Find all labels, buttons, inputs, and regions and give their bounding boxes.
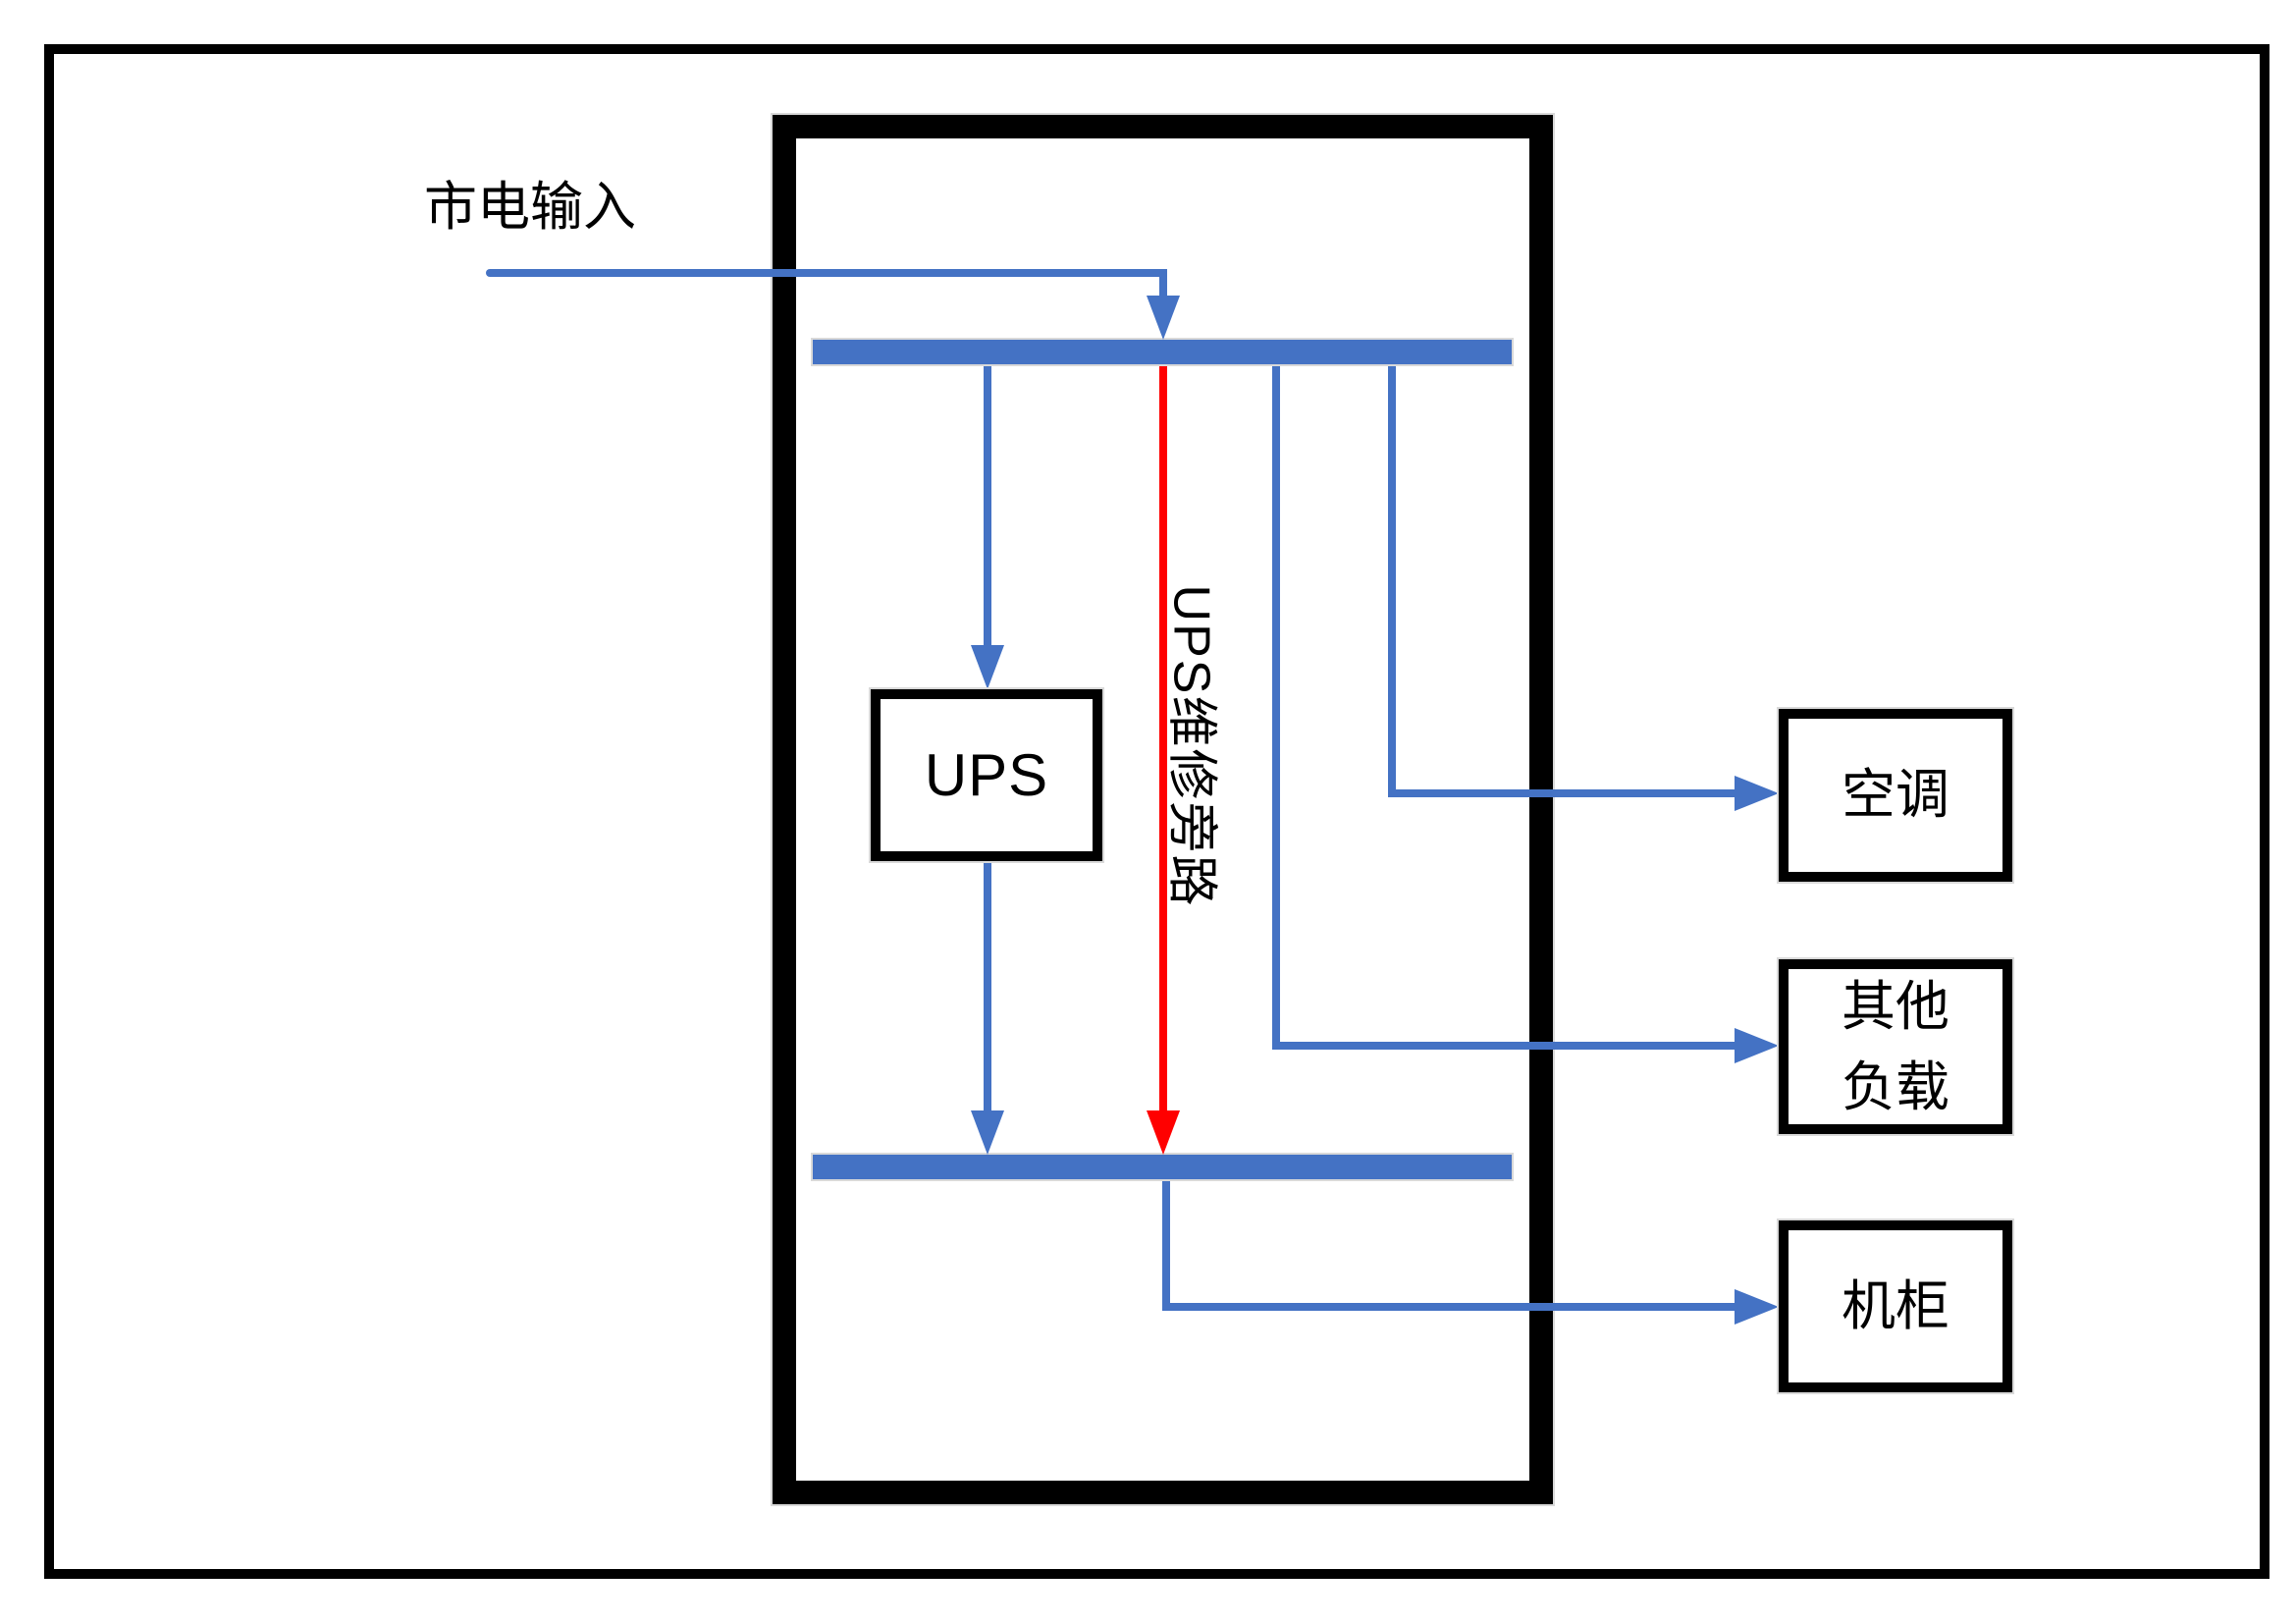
aircon-branch-wire-vertical — [1388, 362, 1396, 797]
mains-input-wire-horizontal — [486, 269, 1167, 277]
other-loads-label-line2: 负载 — [1841, 1056, 1949, 1117]
mains-input-label: 市电输入 — [424, 178, 636, 237]
cabinet-box: 机柜 — [1777, 1218, 2014, 1394]
aircon-label: 空调 — [1841, 764, 1949, 826]
ups-label: UPS — [924, 742, 1049, 808]
cabinet-arrow-icon — [1735, 1289, 1779, 1325]
ups-box: UPS — [869, 687, 1104, 863]
ups-output-wire — [984, 859, 991, 1112]
mains-input-arrow-icon — [1147, 296, 1180, 340]
top-busbar — [811, 338, 1514, 366]
mains-input-wire-vertical — [1159, 269, 1167, 298]
ups-output-arrow-icon — [971, 1110, 1004, 1155]
ups-feed-arrow-icon — [971, 645, 1004, 689]
bypass-wire — [1159, 362, 1167, 1112]
aircon-arrow-icon — [1735, 776, 1779, 811]
ups-feed-wire — [984, 362, 991, 647]
cabinet-branch-wire-vertical — [1162, 1177, 1170, 1311]
other-loads-box: 其他 负载 — [1777, 957, 2014, 1136]
aircon-box: 空调 — [1777, 707, 2014, 884]
bypass-label: UPS维修旁路 — [1162, 584, 1220, 908]
cabinet-label: 机柜 — [1841, 1274, 1949, 1336]
other-loads-branch-wire-horizontal — [1272, 1042, 1736, 1050]
outer-frame — [44, 44, 2269, 1579]
aircon-branch-wire-horizontal — [1388, 789, 1736, 797]
other-loads-branch-wire-vertical — [1272, 362, 1280, 1050]
cabinet-branch-wire-horizontal — [1162, 1303, 1736, 1311]
bypass-arrow-icon — [1147, 1110, 1180, 1155]
other-loads-arrow-icon — [1735, 1028, 1779, 1063]
other-loads-label-line1: 其他 — [1841, 975, 1949, 1037]
bottom-busbar — [811, 1153, 1514, 1181]
